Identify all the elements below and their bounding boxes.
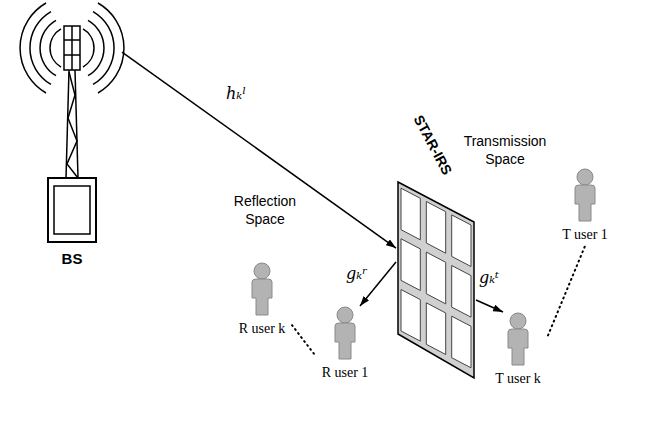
channel-arrow [476,300,503,312]
region-label: Transmission Space [457,132,553,168]
user-node: T user k [488,312,548,390]
channel-label: gₖᵗ [479,268,499,288]
user-icon [332,306,358,360]
channel-label-holder: gₖᵗ [479,268,499,288]
tower-symbol [22,6,122,268]
user-icon [249,262,275,316]
node-label: BS [62,250,83,268]
node-label: R user k [239,320,286,338]
reflection-space-region: Reflection Space R user k R user 1 [205,97,379,429]
panel-label: STAR-IRS [411,113,456,178]
user-node: R user k [232,262,292,340]
node-label: R user 1 [322,364,369,382]
channel-label-holder: gₖʳ [346,264,368,284]
channel-label: gₖʳ [346,264,368,284]
channel-label-holder: hₖˡ [226,84,246,104]
region-label-holder: Transmission Space [457,132,553,168]
user-icon [505,312,531,366]
channel-label: hₖˡ [226,84,246,104]
node-label: T user k [495,370,541,388]
base-station: BS [22,6,122,268]
user-node: R user 1 [315,306,375,384]
region-label: Reflection Space [225,192,305,228]
transmission-space-region: Transmission Space T user 1 T user k [379,97,647,429]
channel-arrow [122,52,396,248]
user-node: T user 1 [555,168,615,246]
node-label: T user 1 [562,226,608,244]
user-icon [572,168,598,222]
dotted-link [292,325,315,355]
dotted-link [548,246,585,335]
region-label-holder: Reflection Space [225,192,305,228]
